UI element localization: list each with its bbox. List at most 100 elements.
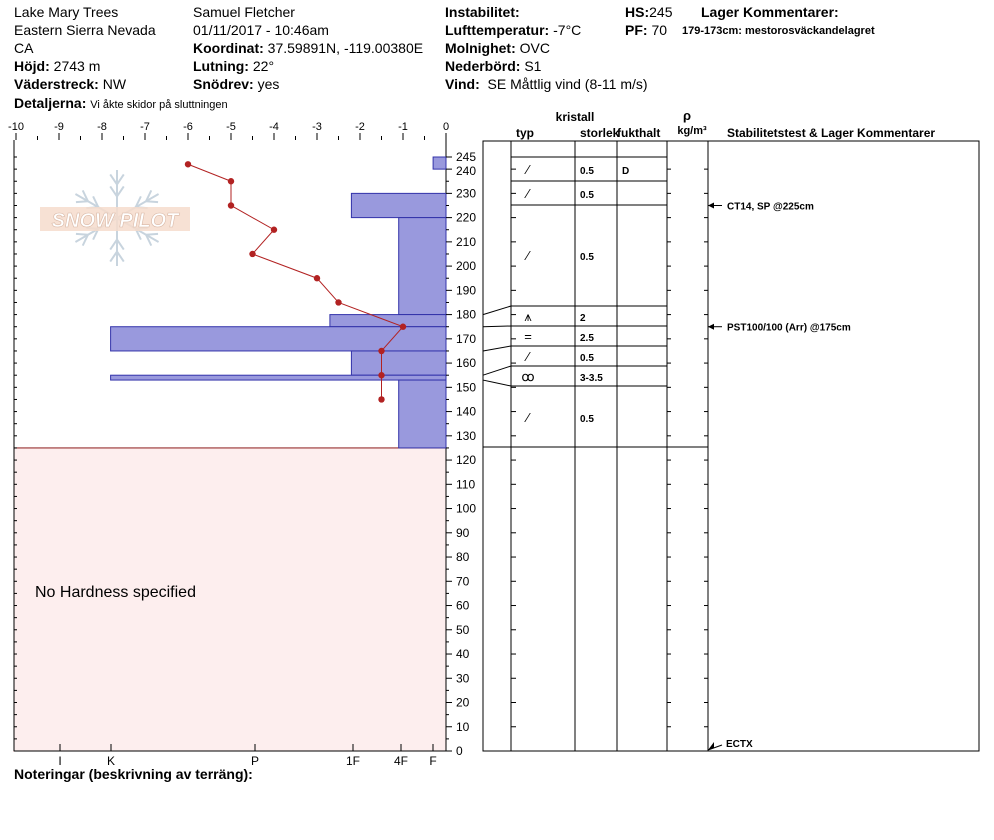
layer-comments-heading: Lager Kommentarer: (701, 3, 839, 21)
temp-tick-label: -9 (54, 121, 64, 133)
sky-value: OVC (519, 40, 550, 56)
height-tick-label: 245 (456, 150, 476, 164)
snowpilot-logo-text: SNOW PILOT (52, 210, 180, 232)
height-tick-label: 130 (456, 429, 476, 443)
aspect-label: Väderstreck: (14, 76, 99, 92)
temp-tick-label: -2 (355, 121, 365, 133)
aspect-row: Väderstreck: NW (14, 75, 126, 93)
layer-type-symbol: = (524, 329, 532, 344)
temp-tick-label: -3 (312, 121, 322, 133)
snowpilot-logo: SNOW PILOT (40, 170, 190, 266)
precip-row: Nederbörd: S1 (445, 57, 541, 75)
temperature-point (378, 347, 385, 355)
temp-tick-label: -6 (183, 121, 193, 133)
layer-connector (482, 379, 512, 387)
height-tick-label: 230 (456, 186, 476, 200)
snowflake-branch (134, 195, 142, 208)
height-tick-label: 110 (456, 477, 475, 491)
layer-connector (482, 325, 512, 328)
precip-value: S1 (524, 58, 542, 74)
height-tick-label: 240 (456, 164, 476, 178)
height-tick-label: 180 (456, 308, 476, 322)
hardness-bar (110, 374, 447, 381)
height-tick-label: 0 (456, 744, 463, 758)
height-tick-label: 170 (456, 332, 476, 346)
temperature-point (270, 226, 278, 233)
temperature-point (335, 299, 342, 306)
height-tick-label: 40 (456, 647, 470, 661)
snowflake-branch (116, 239, 125, 251)
height-tick-label: 50 (456, 623, 470, 637)
hardness-tick-label: 4F (394, 754, 408, 768)
stability-arrow-head (708, 742, 714, 750)
sky-row: Molnighet: OVC (445, 39, 550, 57)
temp-tick-label: -1 (398, 121, 408, 133)
layer-moisture: D (622, 166, 629, 177)
density-symbol: ρ (683, 108, 691, 123)
temperature-point (184, 161, 192, 168)
height-tick-label: 100 (456, 502, 476, 516)
temp-tick-label: -5 (226, 121, 236, 133)
notes-label: Noteringar (beskrivning av terräng): (14, 766, 253, 782)
hardness-bar (350, 350, 447, 376)
height-tick-label: 200 (456, 259, 476, 273)
stability-test-label: CT14, SP @225cm (727, 201, 814, 212)
layer-size: 0.5 (580, 252, 594, 263)
layer-connector (482, 345, 512, 352)
hs-label: HS: (625, 4, 650, 20)
location-name: Lake Mary Trees (14, 4, 119, 20)
layer-type-symbol: ⩚ (524, 309, 532, 324)
elevation-row: Höjd: 2743 m (14, 57, 100, 75)
height-tick-label: 190 (456, 283, 476, 297)
height-tick-label: 90 (456, 526, 470, 540)
snowflake-branch (116, 185, 125, 197)
hardness-bar (110, 326, 447, 352)
snowflake-branch (81, 234, 89, 247)
height-tick-label: 220 (456, 211, 476, 225)
type-header: typ (516, 126, 534, 140)
snowflake-branch (146, 232, 159, 236)
height-tick-label: 210 (456, 235, 476, 249)
snowflake-branch (146, 200, 159, 204)
coordinate-label: Koordinat: (193, 40, 264, 56)
height-tick-label: 70 (456, 574, 470, 588)
instability-label: Instabilitet: (445, 4, 520, 20)
hardness-tick-label: I (58, 754, 61, 768)
height-tick-label: 10 (456, 720, 470, 734)
layer-connector (482, 305, 512, 316)
pf-label: PF: (625, 22, 648, 38)
drift-value: yes (257, 76, 280, 92)
air-temp-value: -7°C (553, 22, 582, 38)
layer-type-symbol: ꝏ (521, 369, 534, 384)
snowflake-branch (116, 251, 125, 263)
height-tick-label: 160 (456, 356, 476, 370)
drift-label: Snödrev: (193, 76, 254, 92)
details-row: Detaljerna: Vi åkte skidor på sluttninge… (14, 94, 228, 114)
snowflake-branch (109, 173, 118, 185)
temperature-point (313, 275, 321, 282)
layer-table-frame (482, 140, 980, 752)
wind-row: Vind: SE Måttlig vind (8-11 m/s) (445, 75, 648, 93)
moisture-header: fukthalt (617, 126, 660, 140)
crystal-header: kristall (556, 110, 595, 124)
observation-datetime: 01/11/2017 - 10:46am (193, 22, 329, 38)
stability-test-label: PST100/100 (Arr) @175cm (727, 323, 851, 334)
hardness-bar (350, 192, 447, 219)
temperature-point (227, 202, 235, 209)
snowflake-branch (109, 251, 118, 263)
pf-row: PF: 70 (625, 21, 667, 39)
temperature-point (378, 372, 385, 379)
size-header: storlek (580, 126, 620, 140)
hardness-bar (398, 379, 447, 449)
snowflake-branch (109, 239, 118, 251)
snowflake-branch (81, 189, 89, 202)
hardness-tick-label: K (107, 754, 115, 768)
details-label: Detaljerna: (14, 95, 87, 111)
no-hardness-area (13, 447, 447, 752)
temperature-point (249, 250, 256, 258)
elevation-value: 2743 m (53, 58, 101, 74)
temp-tick-label: -8 (97, 121, 107, 133)
